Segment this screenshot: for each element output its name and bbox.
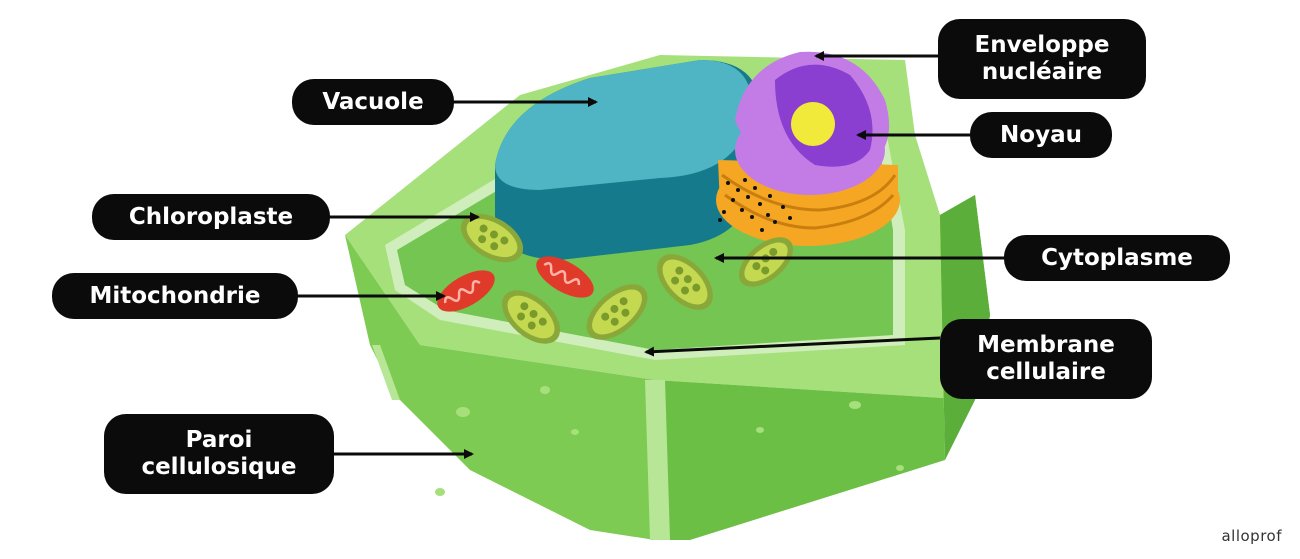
label-paroi-cellulosique: Paroi cellulosique [104, 414, 334, 494]
label-vacuole: Vacuole [292, 79, 454, 125]
chloroplast [657, 254, 713, 310]
arrows [298, 51, 1004, 459]
mitochondrion [437, 270, 495, 312]
arrow-membrane [644, 336, 941, 357]
label-cytoplasme: Cytoplasme [1004, 235, 1230, 281]
mitochondria [437, 256, 594, 312]
brand-logo-text: alloprof [1221, 527, 1282, 545]
label-enveloppe-nucleaire: Enveloppe nucléaire [938, 19, 1146, 99]
chloroplast [501, 290, 561, 344]
label-noyau: Noyau [970, 112, 1112, 158]
label-mitochondrie: Mitochondrie [52, 273, 298, 319]
chloroplast [738, 237, 794, 287]
label-chloroplaste: Chloroplaste [92, 194, 330, 240]
mitochondrion [536, 256, 594, 298]
label-membrane-cellulaire: Membrane cellulaire [940, 319, 1152, 399]
chloroplasts [460, 213, 794, 344]
ribosomes [718, 178, 792, 232]
vacuole [495, 60, 760, 260]
chloroplast [586, 284, 648, 340]
chloroplast [460, 213, 524, 263]
wall-spots [435, 386, 904, 496]
nucleus [716, 51, 900, 246]
